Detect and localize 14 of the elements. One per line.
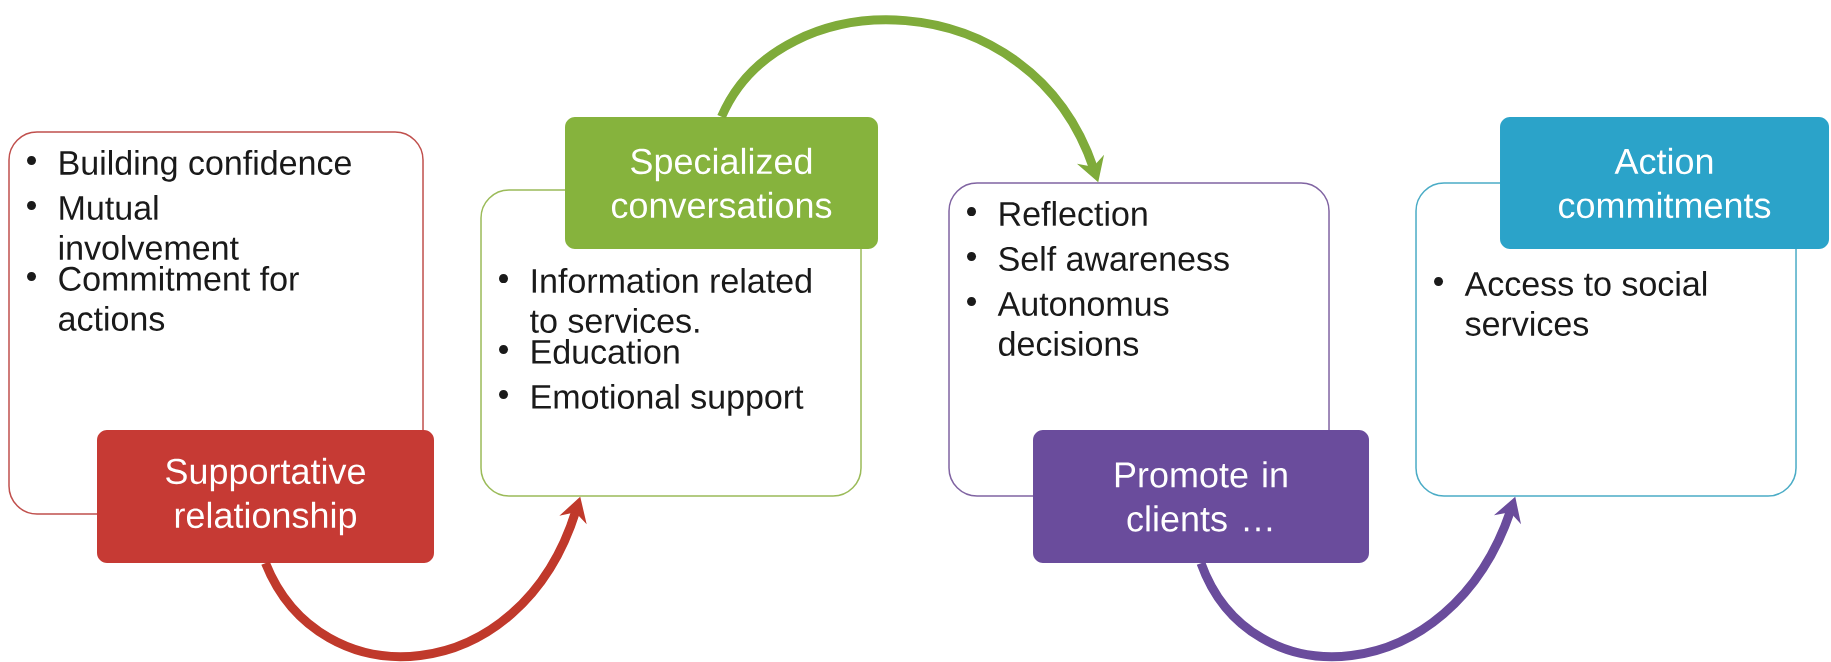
bullet-item: Information related to services. [499,268,811,333]
header-box: Action commitments [1500,117,1829,249]
bullet-item: Commitment for actions [27,265,299,331]
bullet-item: Emotional support [499,383,804,416]
bullet-item: Building confidence [27,150,351,182]
header-box: Supportative relationship [97,430,434,563]
bullet-item: Education [499,338,679,364]
bullet-item: Autonomus decisions [967,292,1169,356]
bullet-item: Self awareness [967,246,1229,271]
bullet-item: Mutual involvement [27,195,239,260]
bullet-item: Access to social services [1434,271,1707,336]
header-box: Specialized conversations [565,117,878,249]
bullet-item: Reflection [967,201,1147,226]
header-box: Promote in clients … [1033,430,1369,563]
